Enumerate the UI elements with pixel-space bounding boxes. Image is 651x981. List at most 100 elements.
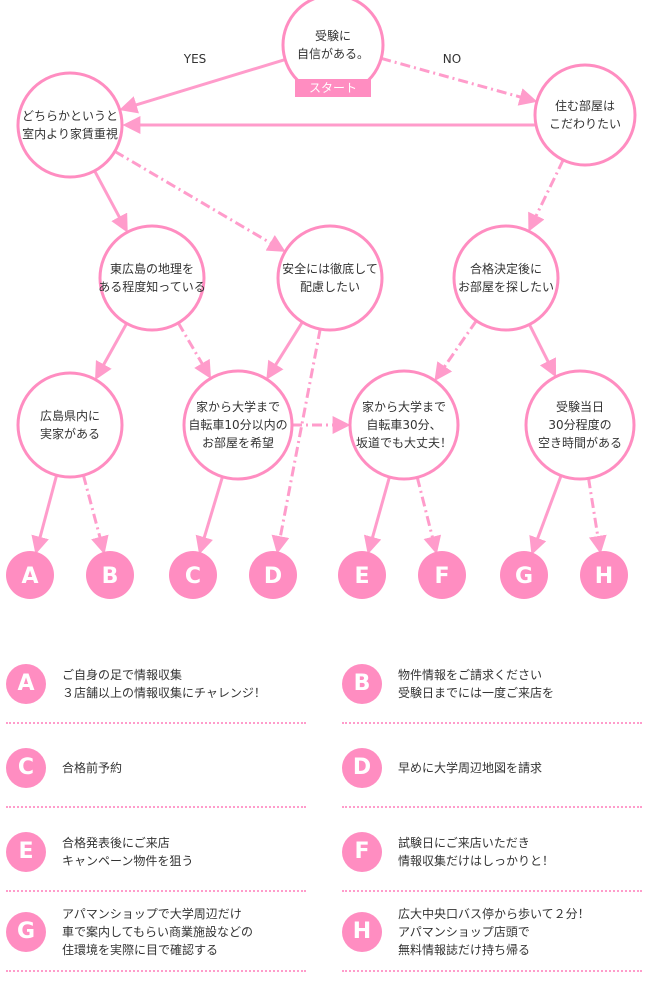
outcome-letter: F (434, 564, 449, 589)
outcome-letter: A (21, 564, 38, 589)
outcome-letter: C (185, 564, 201, 589)
legend-badge: G (6, 912, 46, 952)
outcome-letter: H (595, 564, 613, 589)
edge-jitensha30-F (415, 476, 442, 555)
legend-text: ご自身の足で情報収集 ３店舗以上の情報収集にチャレンジ！ (62, 668, 266, 700)
legend-badge: H (342, 912, 382, 952)
outcome-E: E (338, 551, 386, 599)
outcome-letter: B (102, 564, 119, 589)
node-text: 広島県内に (40, 408, 100, 423)
node-circle (182, 369, 294, 481)
outcome-A: A (6, 551, 54, 599)
node-circle (524, 369, 636, 481)
divider (6, 890, 306, 892)
outcome-circle (169, 551, 217, 599)
divider (342, 970, 642, 972)
node-text: 30分程度の (548, 417, 611, 432)
edge-anzen-jitensha10 (266, 321, 304, 380)
edge-yes1-higashi (93, 170, 128, 233)
outcome-C: C (169, 551, 217, 599)
legend-badge: E (6, 832, 46, 872)
outcome-circle (500, 551, 548, 599)
legend-text: 合格前予約 (62, 761, 123, 775)
divider (6, 722, 306, 724)
edge-start-no1 (380, 56, 538, 106)
node-text: 受験に (315, 28, 351, 43)
legend-item-A: A ご自身の足で情報収集 ３店舗以上の情報収集にチャレンジ！ (6, 644, 306, 724)
node-text: こだわりたい (549, 117, 621, 131)
outcome-D: D (249, 551, 297, 599)
node-text: どちらかというと (22, 109, 118, 123)
no-label: NO (443, 52, 461, 66)
edge-yes1-anzen (114, 150, 286, 252)
node-circle (276, 224, 384, 332)
edge-jitensha30-E (363, 476, 391, 555)
node-text: 配慮したい (300, 280, 360, 294)
edge-higashi-jitensha10 (176, 322, 212, 379)
legend-text: 物件情報をご請求ください 受験日までには一度ご来店を (398, 668, 555, 700)
outcome-circle (580, 551, 628, 599)
node-text: 自転車10分以内の (188, 418, 287, 432)
node-text: 東広島の地理を (110, 261, 194, 276)
legend-item-B: B 物件情報をご請求ください 受験日までには一度ご来店を (342, 644, 642, 724)
edge-goukaku-jitensha30 (434, 319, 478, 382)
outcome-G: G (500, 551, 548, 599)
node-text: 受験当日 (556, 399, 604, 414)
edge-kennai-B (81, 474, 109, 555)
node-text: お部屋を探したい (458, 279, 554, 294)
legend-badge: C (6, 748, 46, 788)
outcome-H: H (580, 551, 628, 599)
start-badge-bg (295, 79, 371, 97)
legend-item-D: D 早めに大学周辺地図を請求 (342, 728, 642, 808)
node-circle (98, 224, 206, 332)
legend-item-C: C 合格前予約 (6, 728, 306, 808)
node-text: お部屋を希望 (202, 435, 274, 450)
legend-badge: B (342, 664, 382, 704)
node-text: ある程度知っている (98, 279, 205, 294)
yes-label: YES (183, 52, 207, 66)
start-label: スタート (309, 81, 357, 95)
node-text: 自信がある。 (297, 46, 369, 61)
node-text: 室内より家賃重視 (22, 126, 118, 141)
node-text: 自転車30分、 (366, 418, 441, 432)
legend-text: 合格発表後にご来店 キャンペーン物件を狙う (62, 836, 194, 868)
divider (342, 806, 642, 808)
legend-badge: D (342, 748, 382, 788)
outcome-circle (338, 551, 386, 599)
node-circle (16, 371, 124, 479)
outcome-letter: E (354, 564, 369, 589)
legend-text: 早めに大学周辺地図を請求 (398, 761, 543, 775)
node-text: 家から大学まで (362, 399, 446, 414)
edge-tojitsu-G (529, 475, 563, 555)
node-text: 実家がある (40, 426, 100, 441)
outcome-circle (418, 551, 466, 599)
divider (342, 890, 642, 892)
outcome-F: F (418, 551, 466, 599)
edge-no1-goukaku (528, 159, 565, 232)
outcome-letter: G (515, 564, 533, 589)
outcome-B: B (86, 551, 134, 599)
outcome-circle (249, 551, 297, 599)
start-badge: スタート (295, 79, 371, 97)
outcome-letter: D (264, 564, 282, 589)
node-circle (533, 63, 637, 167)
legend-badge: F (342, 832, 382, 872)
edge-anzen-D (271, 328, 322, 554)
legend-badge: A (6, 664, 46, 704)
outcome-circle (6, 551, 54, 599)
edge-higashi-kennai (95, 322, 128, 381)
node-text: 安全には徹底して (282, 261, 378, 276)
node-circle (16, 71, 124, 179)
node-circle (452, 224, 560, 332)
